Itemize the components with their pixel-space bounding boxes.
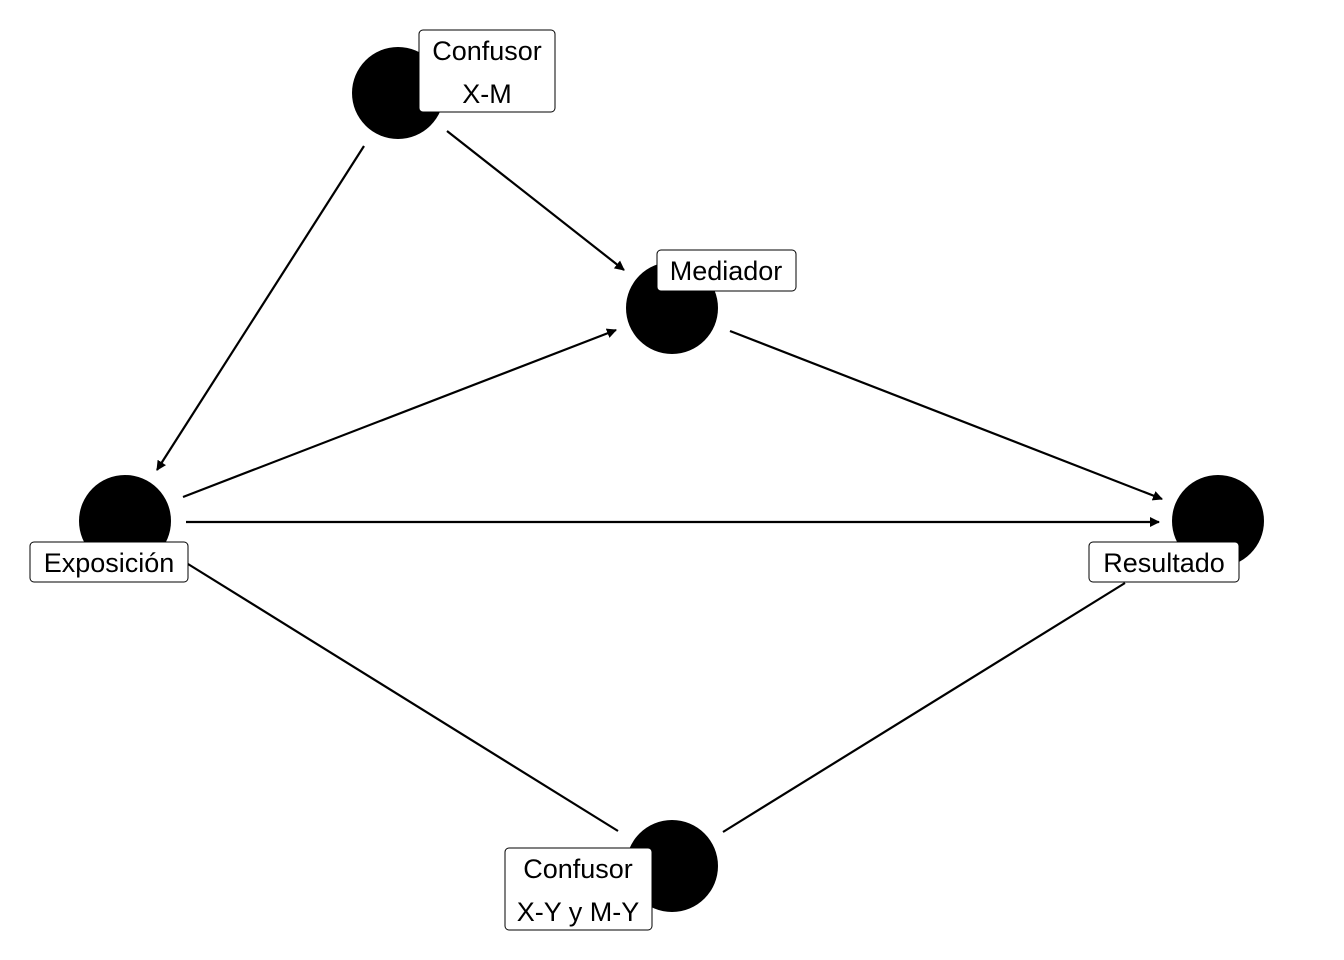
edge-confounder-xm-to-exposure (156, 145, 365, 471)
label-outcome-text: Resultado (1103, 548, 1225, 578)
label-outcome: Resultado (1088, 541, 1240, 583)
label-confounder-xy-my-line2: X-Y y M-Y (517, 897, 640, 927)
label-confounder-xy-my-line1: Confusor (523, 854, 633, 884)
edge-confounder-xy-my-outcome (722, 582, 1126, 833)
edge-confounder-xy-my-exposure (187, 563, 619, 832)
label-confounder-xm-line1: Confusor (432, 36, 542, 66)
edge-confounder-xm-to-mediator (446, 130, 625, 271)
edge-exposure-to-mediator (182, 328, 617, 499)
label-confounder-xm-line2: X-M (462, 79, 512, 109)
label-exposure-text: Exposición (44, 548, 175, 578)
label-confounder-xy-my: Confusor X-Y y M-Y (504, 847, 653, 931)
label-mediator: Mediador (656, 249, 797, 292)
node-circles (79, 47, 1264, 912)
label-confounder-xm: Confusor X-M (418, 29, 556, 113)
label-mediator-text: Mediador (670, 256, 783, 286)
edges (156, 130, 1163, 833)
label-exposure: Exposición (29, 541, 189, 583)
edge-mediator-to-outcome (729, 329, 1163, 501)
